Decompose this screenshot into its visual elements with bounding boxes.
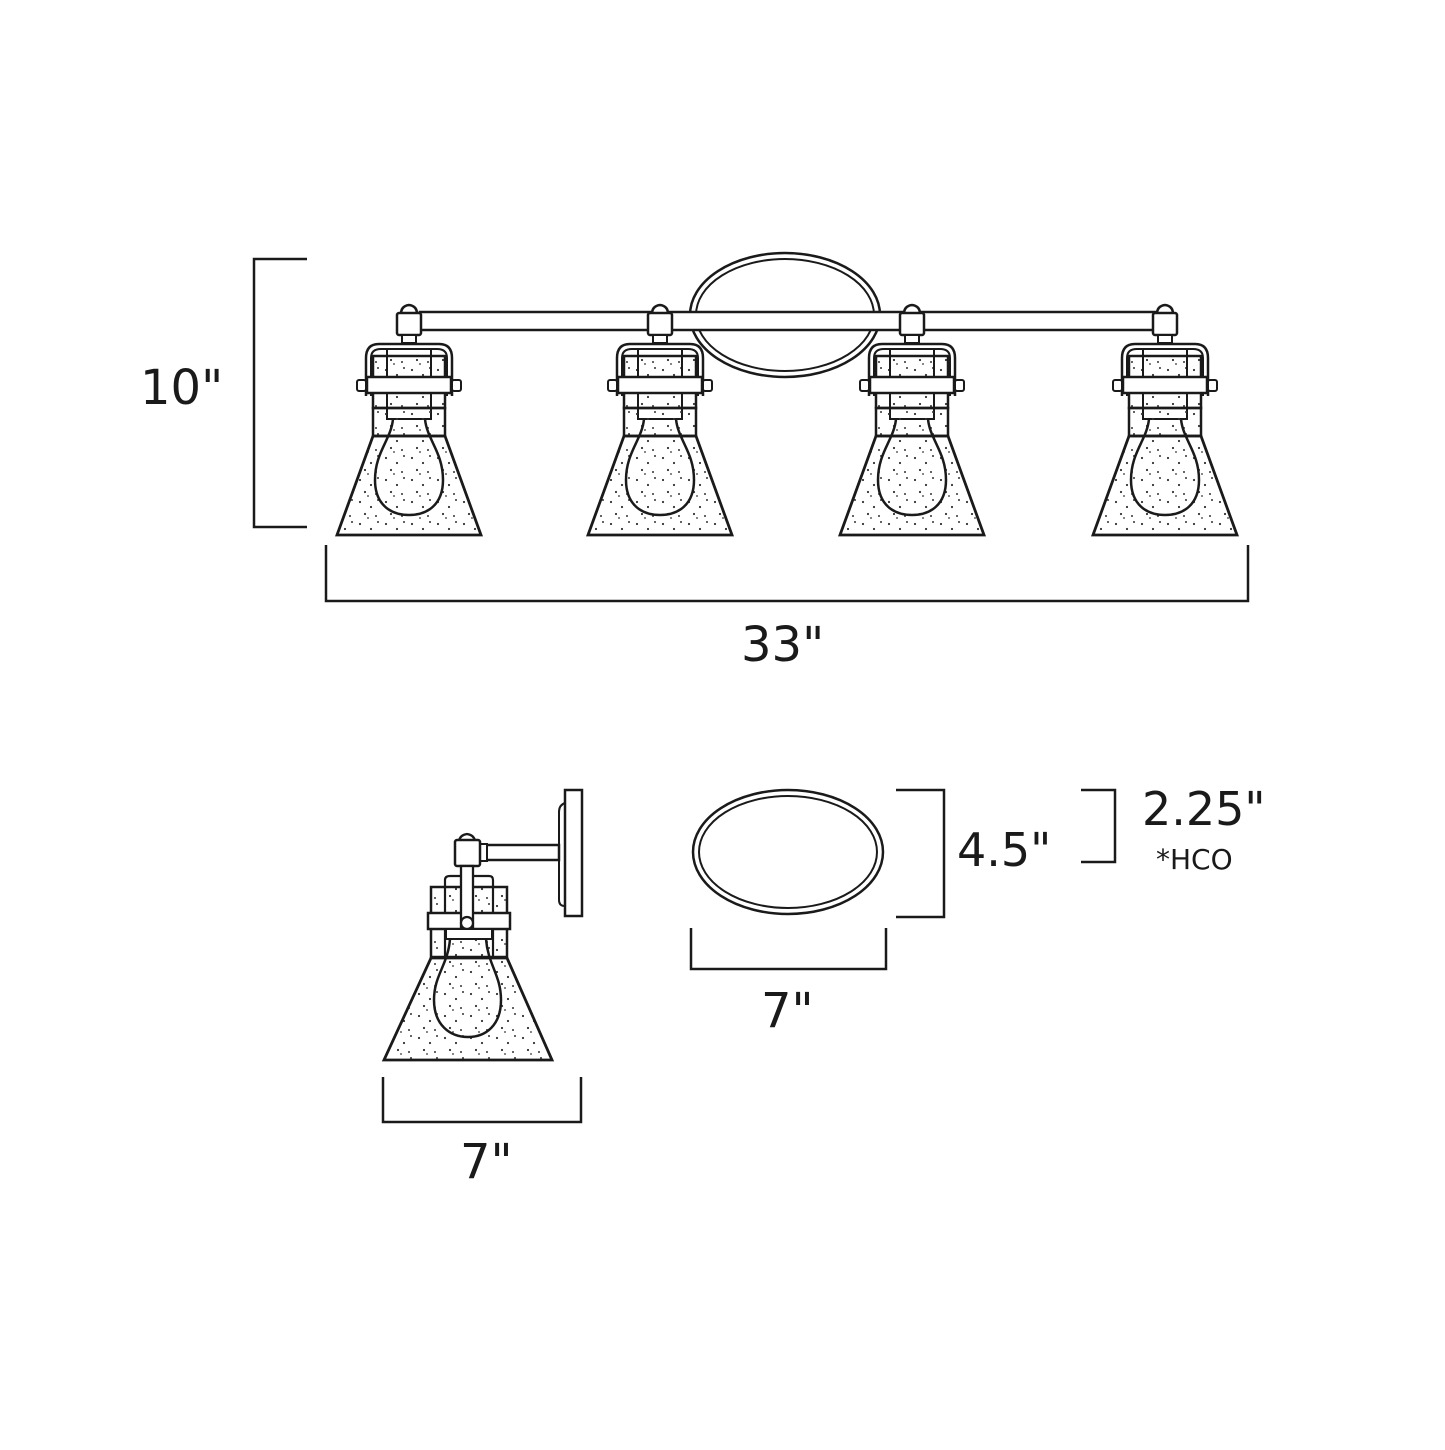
- backplate-height-label: 4.5": [957, 823, 1052, 877]
- hco-value-label: 2.25": [1142, 782, 1266, 836]
- side-view: [381, 788, 584, 1124]
- backplate-height-dimension-line: [896, 788, 946, 919]
- light-4: [1091, 303, 1239, 537]
- cross-bar: [418, 310, 1167, 332]
- width-dimension-line: [324, 545, 1250, 603]
- backplate-width-label: 7": [761, 983, 814, 1039]
- backplate-view: [689, 788, 1117, 971]
- height-label: 10": [140, 360, 224, 416]
- backplate-width-dimension-line: [689, 928, 888, 971]
- shade-width-label: 7": [460, 1134, 513, 1190]
- hco-note-label: *HCO: [1156, 843, 1233, 876]
- front-view: [252, 251, 1250, 603]
- hco-dimension-line: [1081, 788, 1117, 864]
- width-label: 33": [741, 617, 825, 673]
- shade-width-dimension-line: [381, 1077, 583, 1124]
- light-1: [335, 303, 483, 537]
- height-dimension-line: [252, 257, 307, 529]
